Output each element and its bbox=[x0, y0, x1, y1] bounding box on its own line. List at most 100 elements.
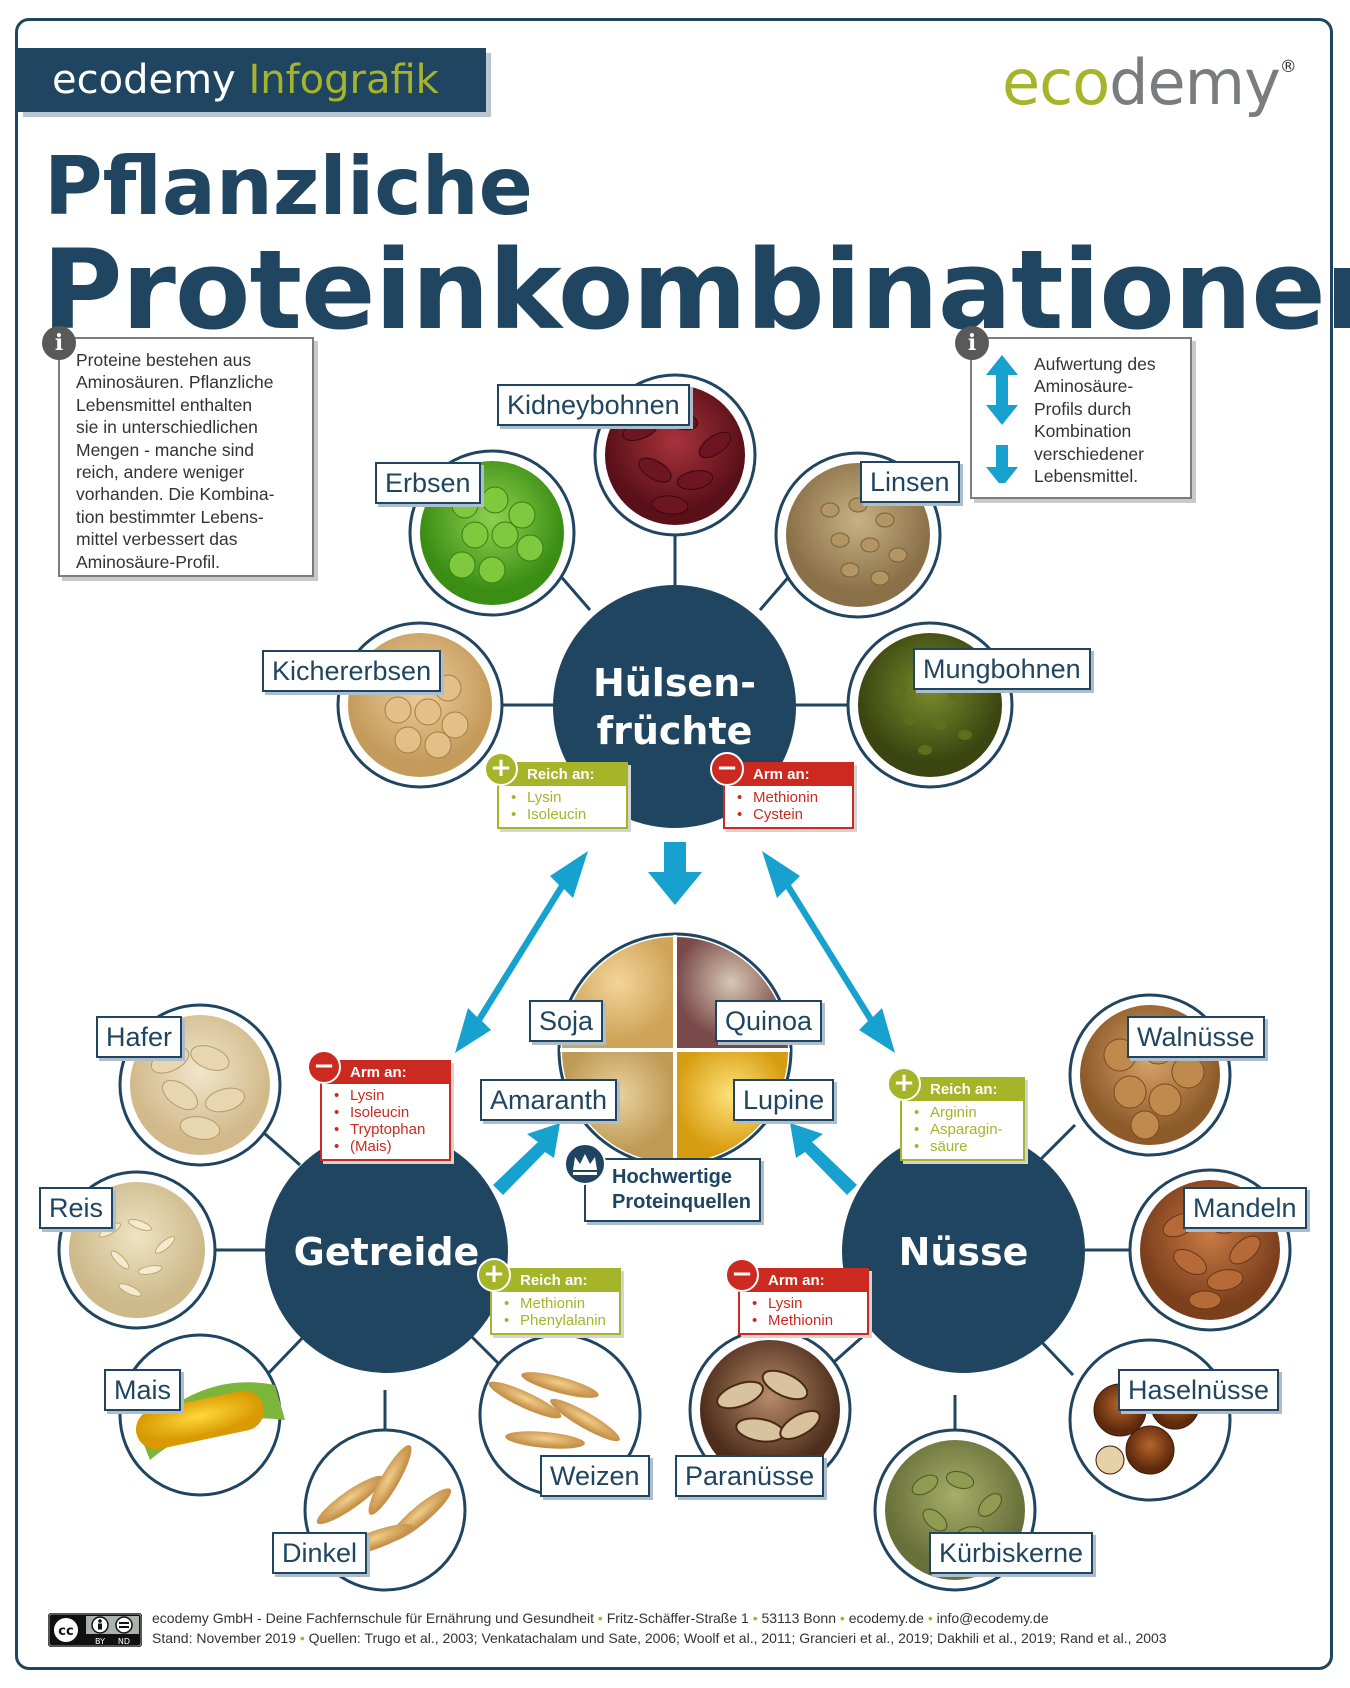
hub-nuesse-label: Nüsse bbox=[898, 1229, 1029, 1274]
plus-icon: + bbox=[887, 1067, 921, 1101]
nutrient-item: säure bbox=[914, 1138, 1023, 1155]
photo-paranuesse bbox=[688, 1328, 852, 1492]
label-amaranth: Amaranth bbox=[480, 1079, 618, 1121]
note-line1: Hochwertige bbox=[612, 1166, 733, 1188]
hub-huelsen-line2: früchte bbox=[596, 708, 753, 753]
hub-getreide-label: Getreide bbox=[293, 1229, 480, 1274]
label-haselnuesse: Haselnüsse bbox=[1118, 1369, 1280, 1411]
label-mais: Mais bbox=[104, 1369, 182, 1411]
nutrient-item: Methionin bbox=[737, 789, 852, 806]
logo-eco: eco bbox=[1002, 46, 1110, 119]
nutrient-item: Methionin bbox=[504, 1295, 619, 1312]
hub-nuesse: Nüsse bbox=[842, 1130, 1085, 1373]
nutrient-item: Lysin bbox=[511, 789, 626, 806]
nutrient-item: Isoleucin bbox=[511, 806, 626, 823]
footer-company: ecodemy GmbH - Deine Fachfernschule für … bbox=[152, 1610, 595, 1626]
combination-arrows bbox=[455, 842, 895, 1195]
double-arrow-icon bbox=[762, 851, 895, 1053]
info-left-line: Lebensmittel enthalten bbox=[76, 394, 253, 415]
plus-icon: + bbox=[484, 752, 518, 786]
info-left-line: Mengen - manche sind bbox=[76, 439, 255, 460]
info-right-line: Aminosäure- bbox=[1034, 376, 1134, 397]
ecodemy-infografik-badge: ecodemy Infografik bbox=[18, 48, 486, 112]
down-arrow-icon bbox=[986, 445, 1018, 483]
cc-nd-label: ND bbox=[118, 1637, 130, 1646]
label-kidneybohnen: Kidneybohnen bbox=[497, 384, 690, 426]
box-getreide-reich: Reich an: Methionin Phenylalanin bbox=[490, 1268, 621, 1335]
info-right-line: Profils durch bbox=[1034, 398, 1132, 419]
nutrient-item: (Mais) bbox=[334, 1138, 449, 1155]
info-left-line: tion bestimmter Lebens- bbox=[76, 506, 264, 527]
crown-icon bbox=[564, 1143, 606, 1185]
info-left-line: mittel verbessert das bbox=[76, 529, 238, 550]
label-dinkel: Dinkel bbox=[272, 1532, 368, 1574]
plus-icon: + bbox=[477, 1258, 511, 1292]
footer-website-link[interactable]: ecodemy.de bbox=[848, 1610, 924, 1626]
info-left-line: Aminosäuren. Pflanzliche bbox=[76, 372, 274, 393]
box-header: Reich an: bbox=[902, 1079, 1023, 1101]
label-linsen: Linsen bbox=[860, 461, 960, 503]
footer-line-2: Stand: November 2019 • Quellen: Trugo et… bbox=[152, 1630, 1167, 1646]
nutrient-item: Methionin bbox=[752, 1312, 867, 1329]
nutrient-item: Phenylalanin bbox=[504, 1312, 619, 1329]
info-left-line: vorhanden. Die Kombina- bbox=[76, 484, 275, 505]
label-weizen: Weizen bbox=[540, 1455, 650, 1497]
footer-email-link[interactable]: info@ecodemy.de bbox=[936, 1610, 1049, 1626]
label-reis: Reis bbox=[39, 1187, 114, 1229]
nutrient-item: Lysin bbox=[334, 1087, 449, 1104]
label-paranuesse: Paranüsse bbox=[675, 1455, 825, 1497]
up-arrow-icon bbox=[790, 1123, 857, 1195]
hub-getreide: Getreide bbox=[265, 1130, 508, 1373]
box-nuesse-arm: Arm an: Lysin Methionin bbox=[738, 1268, 869, 1335]
footer-street: Fritz-Schäffer-Straße 1 bbox=[606, 1610, 749, 1626]
down-arrow-icon bbox=[648, 842, 702, 905]
svg-text:cc: cc bbox=[58, 1624, 73, 1639]
label-quinoa: Quinoa bbox=[715, 1000, 823, 1042]
label-kichererbsen: Kichererbsen bbox=[262, 650, 442, 692]
registered-mark: ® bbox=[1279, 57, 1297, 78]
label-mandeln: Mandeln bbox=[1183, 1187, 1307, 1229]
ecodemy-logo[interactable]: ecodemy® bbox=[1002, 46, 1297, 119]
center-protein-circle bbox=[557, 932, 793, 1168]
footer-stand: Stand: November 2019 bbox=[152, 1630, 296, 1646]
info-right-line: Lebensmittel. bbox=[1034, 466, 1139, 487]
box-header: Arm an: bbox=[322, 1062, 449, 1084]
note-hochwertige-proteinquellen: Hochwertige Proteinquellen bbox=[584, 1158, 761, 1222]
cc-by-label: BY bbox=[95, 1637, 105, 1646]
footer-sources: Quellen: Trugo et al., 2003; Venkatachal… bbox=[308, 1630, 1167, 1646]
legend-arrows-icon bbox=[986, 355, 1018, 483]
minus-icon: − bbox=[307, 1050, 341, 1084]
box-huelsen-arm: Arm an: Methionin Cystein bbox=[723, 762, 854, 829]
nutrient-item: Arginin bbox=[914, 1104, 1023, 1121]
title-line-1: Pflanzliche bbox=[44, 140, 533, 233]
photo-haselnuesse bbox=[1068, 1338, 1232, 1502]
page-frame bbox=[15, 18, 1333, 1670]
box-header: Arm an: bbox=[725, 764, 852, 786]
nutrient-item: Asparagin- bbox=[914, 1121, 1023, 1138]
creative-commons-by-nd-icon[interactable]: cc BY ND bbox=[48, 1613, 142, 1647]
label-kuerbiskerne: Kürbiskerne bbox=[929, 1532, 1094, 1574]
cc-badge-graphic: cc BY ND bbox=[48, 1613, 142, 1647]
double-arrow-icon bbox=[455, 851, 588, 1053]
double-arrow-icon bbox=[986, 355, 1018, 425]
info-left-line: reich, andere weniger bbox=[76, 462, 245, 483]
info-right-line: Kombination bbox=[1034, 421, 1132, 442]
nutrient-item: Isoleucin bbox=[334, 1104, 449, 1121]
up-arrow-icon bbox=[493, 1123, 560, 1195]
label-erbsen: Erbsen bbox=[375, 462, 481, 504]
label-soja: Soja bbox=[529, 1000, 604, 1042]
label-mungbohnen: Mungbohnen bbox=[913, 648, 1091, 690]
info-left-line: Aminosäure-Profil. bbox=[76, 551, 220, 572]
box-nuesse-reich: Reich an: Arginin Asparagin- säure bbox=[900, 1077, 1025, 1161]
info-icon: i bbox=[955, 326, 989, 360]
info-left-line: Proteine bestehen aus bbox=[76, 350, 252, 370]
badge-label: Infografik bbox=[248, 57, 439, 103]
info-right-line: Aufwertung des bbox=[1034, 354, 1156, 374]
minus-icon: − bbox=[725, 1258, 759, 1292]
label-lupine: Lupine bbox=[733, 1079, 835, 1121]
nutrient-item: Lysin bbox=[752, 1295, 867, 1312]
info-left-line: sie in unterschiedlichen bbox=[76, 417, 258, 438]
box-getreide-arm: Arm an: Lysin Isoleucin Tryptophan (Mais… bbox=[320, 1060, 451, 1161]
